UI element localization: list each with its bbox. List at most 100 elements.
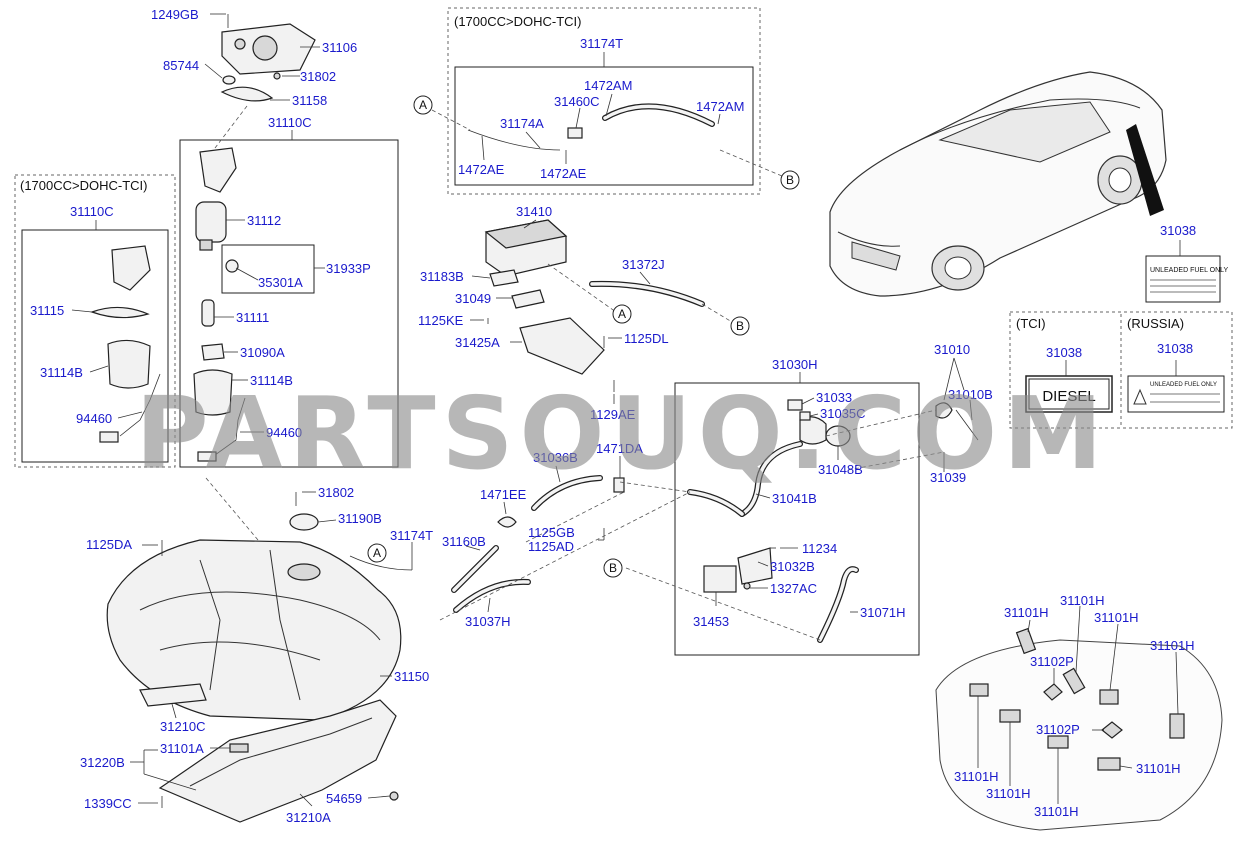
part-label-31010B[interactable]: 31010B (948, 387, 993, 402)
clamp-1471DA[interactable] (613, 477, 625, 493)
bracket-31032B[interactable] (737, 547, 773, 585)
part-label-1125DA[interactable]: 1125DA (86, 537, 132, 552)
regulator-35301A[interactable] (225, 259, 239, 273)
pad-31101H-1[interactable] (1015, 627, 1037, 655)
hose-31036B[interactable] (532, 476, 602, 510)
part-label-31039[interactable]: 31039 (930, 470, 966, 485)
part-label-85744[interactable]: 85744 (163, 58, 199, 73)
part-label-35301A[interactable]: 35301A (258, 275, 303, 290)
bracket-31090A[interactable] (201, 343, 225, 361)
part-label-31090A[interactable]: 31090A (240, 345, 285, 360)
vent-hose-31174A[interactable] (467, 129, 561, 151)
filter-31049[interactable] (511, 289, 545, 309)
part-label-31101A[interactable]: 31101A (160, 741, 204, 756)
part-label-31174A[interactable]: 31174A (500, 116, 544, 131)
part-label-11234[interactable]: 11234 (802, 541, 837, 556)
part-label-31030H[interactable]: 31030H (772, 357, 818, 372)
pump-flange-left[interactable] (111, 245, 151, 291)
part-label-31112[interactable]: 31112 (247, 213, 281, 228)
part-label-31035C[interactable]: 31035C (820, 406, 866, 421)
part-label-31453[interactable]: 31453 (693, 614, 729, 629)
callout-b-top[interactable]: B (780, 170, 800, 190)
part-label-31158[interactable]: 31158 (292, 93, 327, 108)
part-label-31101H-2[interactable]: 31101H (1060, 593, 1105, 608)
part-label-31038-tci[interactable]: 31038 (1046, 345, 1082, 360)
part-label-31106[interactable]: 31106 (322, 40, 357, 55)
pad-31101A[interactable] (229, 743, 249, 753)
reservoir-31114B-main[interactable] (193, 369, 233, 416)
part-label-31010[interactable]: 31010 (934, 342, 970, 357)
bolt-1327AC[interactable] (743, 582, 751, 590)
pad-31101H-4[interactable] (1169, 713, 1185, 739)
part-label-31220B[interactable]: 31220B (80, 755, 125, 770)
sender-94460-left[interactable] (119, 373, 161, 437)
part-label-31150[interactable]: 31150 (394, 669, 429, 684)
part-label-31101H-8[interactable]: 31101H (1136, 761, 1181, 776)
part-label-31101H-7[interactable]: 31101H (1034, 804, 1079, 819)
fuel-pump-31111[interactable] (201, 299, 215, 327)
part-label-1125GB[interactable]: 1125GB (528, 525, 575, 540)
reservoir-31114B-left[interactable] (107, 339, 151, 389)
gasket-31115[interactable] (90, 306, 150, 319)
part-label-1471EE[interactable]: 1471EE (480, 487, 527, 502)
part-label-1327AC[interactable]: 1327AC (770, 581, 817, 596)
part-label-1129AE[interactable]: 1129AE (590, 407, 636, 422)
callout-a-tank[interactable]: A (367, 543, 387, 563)
part-label-31101H-6[interactable]: 31101H (986, 786, 1031, 801)
part-label-31114B-alt[interactable]: 31114B (40, 365, 83, 380)
part-label-31114B-main[interactable]: 31114B (250, 373, 293, 388)
nut-85744[interactable] (222, 75, 236, 85)
part-label-31036B[interactable]: 31036B (533, 450, 578, 465)
part-label-1471DA[interactable]: 1471DA (596, 441, 643, 456)
part-label-31102P-1[interactable]: 31102P (1030, 654, 1074, 669)
bracket-31425A[interactable] (519, 317, 605, 375)
fuel-filter-31112[interactable] (195, 201, 227, 243)
part-label-31110C-alt[interactable]: 31110C (70, 204, 114, 219)
filter-31183B[interactable] (489, 269, 519, 287)
pad-31101H-8[interactable] (1097, 757, 1121, 771)
part-label-31049[interactable]: 31049 (455, 291, 491, 306)
vent-tube-31174T[interactable] (349, 555, 413, 571)
part-label-31110C-main[interactable]: 31110C (268, 115, 312, 130)
filler-door-31010[interactable] (935, 402, 953, 419)
pad-31101H-6[interactable] (999, 709, 1021, 723)
part-label-31425A[interactable]: 31425A (455, 335, 500, 350)
filler-pipe-31041B[interactable] (740, 442, 802, 516)
sender-94460-main[interactable] (214, 397, 246, 456)
part-label-31038-car[interactable]: 31038 (1160, 223, 1196, 238)
cover-31190B[interactable] (289, 513, 319, 531)
pad-31102P-2[interactable] (1101, 721, 1123, 739)
part-label-31037H[interactable]: 31037H (465, 614, 511, 629)
callout-b-filler[interactable]: B (603, 558, 623, 578)
part-label-1125AD[interactable]: 1125AD (528, 539, 574, 554)
part-label-1472AM-a[interactable]: 1472AM (584, 78, 632, 93)
callout-a-top[interactable]: A (413, 95, 433, 115)
part-label-31071H[interactable]: 31071H (860, 605, 906, 620)
part-label-1125KE[interactable]: 1125KE (418, 313, 464, 328)
part-label-31041B[interactable]: 31041B (772, 491, 817, 506)
pad-31101H-7[interactable] (1047, 735, 1069, 749)
fuel-tank-31150[interactable] (106, 539, 402, 721)
canister-31453[interactable] (703, 565, 737, 593)
part-label-31115[interactable]: 31115 (30, 303, 64, 318)
part-label-31802-lower[interactable]: 31802 (318, 485, 354, 500)
vent-hose-top[interactable] (603, 104, 714, 126)
part-label-31033[interactable]: 31033 (816, 390, 852, 405)
part-label-31210C[interactable]: 31210C (160, 719, 206, 734)
hose-31071H[interactable] (818, 567, 858, 642)
part-label-31372J[interactable]: 31372J (622, 257, 665, 272)
pad-31101H-3[interactable] (1099, 689, 1119, 705)
part-label-31111[interactable]: 31111 (236, 310, 269, 325)
part-label-1249GB[interactable]: 1249GB (151, 7, 199, 22)
part-label-31174T-mid[interactable]: 31174T (390, 528, 433, 543)
part-label-31101H-5[interactable]: 31101H (954, 769, 999, 784)
part-label-31101H-4[interactable]: 31101H (1150, 638, 1195, 653)
part-label-31183B[interactable]: 31183B (420, 269, 464, 284)
pad-31101H-2[interactable] (1062, 667, 1086, 695)
part-label-31933P[interactable]: 31933P (326, 261, 371, 276)
part-label-31410[interactable]: 31410 (516, 204, 552, 219)
heat-shield-31210C[interactable] (139, 683, 207, 707)
part-label-1472AM-b[interactable]: 1472AM (696, 99, 744, 114)
pad-31101H-5[interactable] (969, 683, 989, 697)
part-label-31802-upper[interactable]: 31802 (300, 69, 336, 84)
